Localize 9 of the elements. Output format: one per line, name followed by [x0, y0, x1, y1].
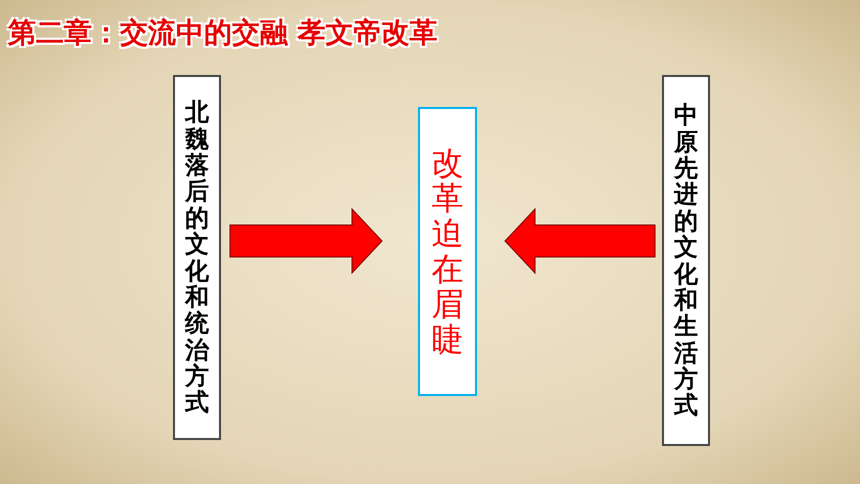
block-arrow [504, 208, 656, 274]
text-box [418, 107, 477, 396]
text-box [662, 75, 710, 446]
title: 第二章：交流中的交融 孝文帝改革 [8, 15, 438, 51]
vertical-text: 改革迫在眉睫 [432, 146, 464, 358]
block-arrow [230, 208, 383, 274]
vertical-text: 中原先进的文化和生活方式 [674, 102, 698, 419]
vertical-text: 北魏落后的文化和统治方式 [185, 99, 209, 416]
text-box [173, 75, 221, 440]
